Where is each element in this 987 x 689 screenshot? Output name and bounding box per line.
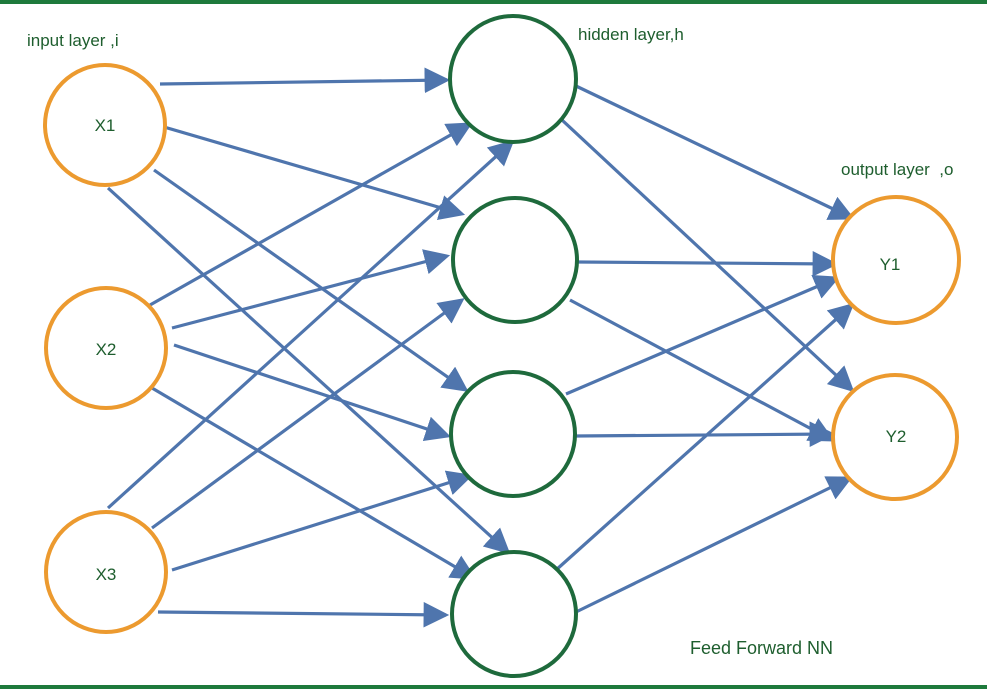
- edge-x3-h2: [151, 298, 465, 530]
- input-node-x1-label: X1: [95, 116, 116, 135]
- input-node-x2-label: X2: [96, 340, 117, 359]
- output-node-y2: Y2: [831, 373, 959, 501]
- edge-x3-h4: [157, 601, 450, 628]
- edge-x3-h1: [106, 139, 515, 510]
- edge-x1-h1: [159, 67, 451, 94]
- connections: [106, 67, 855, 628]
- hidden-node-1: [448, 14, 578, 144]
- edge-h2-y2: [569, 298, 835, 442]
- edge-x2-h3: [173, 343, 452, 442]
- edge-h4-y2: [575, 476, 853, 614]
- edge-x2-h2: [171, 249, 451, 330]
- edge-h1-y2: [560, 118, 855, 393]
- edge-h3-y2: [575, 421, 836, 447]
- hidden-node-3: [449, 370, 577, 498]
- input-node-x3-circle: [44, 510, 168, 634]
- input-node-x3: X3: [44, 510, 168, 634]
- input-node-x2-circle: [44, 286, 168, 410]
- output-node-y2-label: Y2: [886, 427, 907, 446]
- input-node-x1-circle: [43, 63, 167, 187]
- hidden-layer-label: hidden layer,h: [578, 25, 684, 44]
- output-layer-label: output layer ,o: [841, 160, 953, 179]
- edge-h2-y1: [577, 251, 839, 277]
- input-node-x2: X2: [44, 286, 168, 410]
- edge-x1-h4: [106, 186, 511, 555]
- hidden-node-4: [450, 550, 578, 678]
- edge-x1-h2: [163, 125, 466, 221]
- edge-h4-y1: [554, 302, 855, 572]
- output-node-y1: Y1: [831, 195, 961, 325]
- edge-x3-h3: [171, 470, 474, 572]
- diagram-caption: Feed Forward NN: [690, 638, 833, 658]
- input-layer-label: input layer ,i: [27, 31, 119, 50]
- input-node-x3-label: X3: [96, 565, 117, 584]
- edge-h3-y1: [565, 275, 840, 396]
- edge-x2-h4: [151, 386, 477, 580]
- output-node-y2-circle: [831, 373, 959, 501]
- edge-x1-h3: [153, 168, 469, 392]
- output-node-y1-circle: [831, 195, 961, 325]
- edge-h1-y1: [575, 84, 855, 220]
- edge-x2-h1: [149, 122, 473, 307]
- hidden-node-2: [451, 196, 579, 324]
- output-node-y1-label: Y1: [880, 255, 901, 274]
- input-node-x1: X1: [43, 63, 167, 187]
